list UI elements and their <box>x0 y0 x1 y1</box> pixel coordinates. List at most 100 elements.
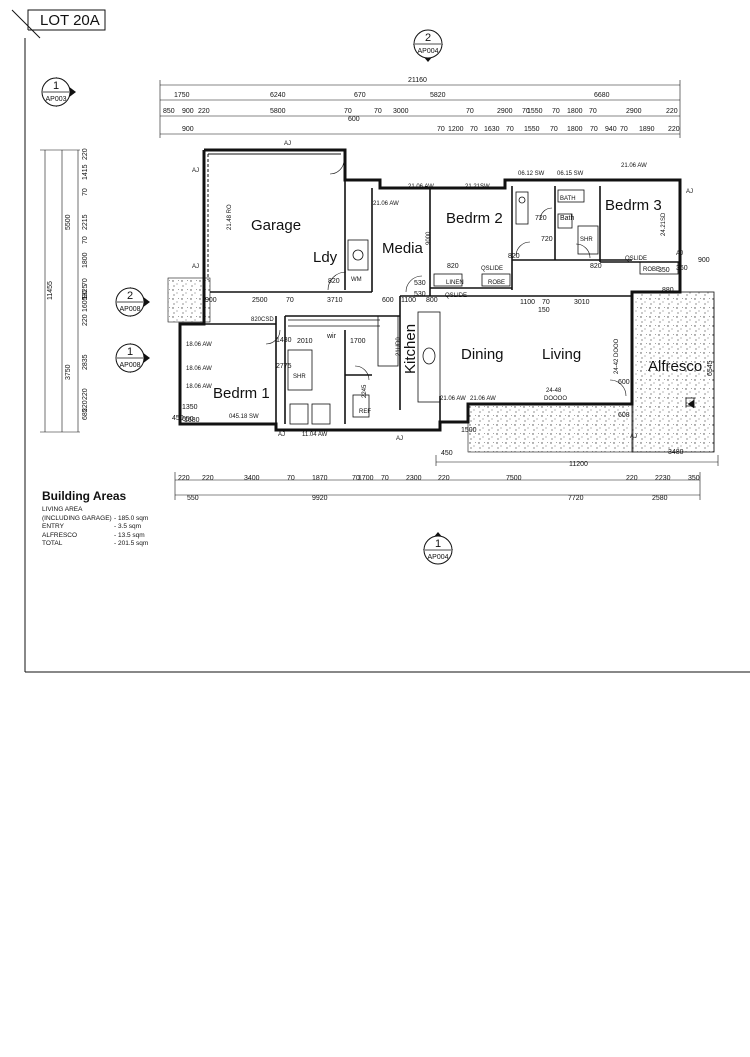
window-bedroom-1-a: 18.06 AW <box>186 342 212 348</box>
dimension-top-row-2: 70 <box>552 108 560 115</box>
dimension-left-col-2: 2835 <box>82 354 89 370</box>
dimension-top-row-2: 70 <box>589 108 597 115</box>
area-label: LIVING AREA <box>42 506 83 513</box>
aj-annotations: AJ AJ AJ AJ AJ AJ AJ AJ <box>192 141 693 442</box>
label-qslide-2: QSLIDE <box>481 266 503 272</box>
room-living: Living <box>542 346 581 363</box>
area-value: - 201.5 sqm <box>114 540 149 548</box>
room-bedroom-1: Bedrm 1 <box>213 385 270 402</box>
section-marker-number: 1 <box>53 80 59 92</box>
window-bedroom-1-bottom-2: 11.04 AW <box>302 432 328 438</box>
window-media-top: 21.06 AW <box>408 184 434 190</box>
door-living-label: 24-42 DOOO <box>614 338 620 374</box>
external-walls <box>178 148 682 432</box>
area-row: LIVING AREA <box>42 506 192 515</box>
dimension-top-row-3: 1890 <box>639 126 655 133</box>
dimension-top-row-2: 70 <box>466 108 474 115</box>
label-wm: WM <box>351 277 362 283</box>
room-bedroom-2: Bedrm 2 <box>446 210 503 227</box>
room-labels: Garage Ldy Media Bedrm 2 Bedrm 3 Bath Be… <box>213 197 702 402</box>
label-csd: 820CSD <box>251 317 274 323</box>
dimension-bottom-row-1: 220 <box>178 475 190 482</box>
dimension-top-row-3: 1200 <box>448 126 464 133</box>
aj-annotation: AJ <box>686 189 693 195</box>
label-robe-2: ROBE <box>488 280 505 286</box>
dimension-inner: 600 <box>618 379 630 386</box>
dimension-inner: 1500 <box>461 427 477 434</box>
dimension-top-row-1: 6240 <box>270 92 286 99</box>
dimension-top-row-3: 1550 <box>524 126 540 133</box>
section-marker-sheet: AP004 <box>427 554 448 561</box>
dimension-inner: 2775 <box>276 363 292 370</box>
dimension-inner: 600 <box>382 297 394 304</box>
dimension-top-row-1: 1750 <box>174 92 190 99</box>
section-marker-sheet: AP003 <box>45 96 66 103</box>
dimension-left-col-2: 220 <box>82 388 89 400</box>
dimension-right-side: 6545 <box>707 360 714 376</box>
section-marker-sheet: AP008 <box>119 306 140 313</box>
dimension-top-row-3: 70 <box>470 126 478 133</box>
dimension-top-row-3: 940 <box>605 126 617 133</box>
dimension-top-row-2: 2900 <box>626 108 642 115</box>
section-marker-sheet: AP008 <box>119 362 140 369</box>
label-bath-tub: BATH <box>560 196 576 202</box>
dimension-inner: 608 <box>618 412 630 419</box>
section-marker-number: 2 <box>425 32 431 44</box>
dimension-inner: 70 <box>542 299 550 306</box>
dimension-inner: 820 <box>447 263 459 270</box>
dimension-left-col-2: 220 <box>82 400 89 412</box>
window-media-top-2: 21.06 AW <box>373 201 399 207</box>
dimension-inner: 450 <box>172 415 184 422</box>
window-bath-2: 06.15 SW <box>557 171 584 177</box>
window-bedroom-2: 21.21SW <box>465 184 490 190</box>
dimension-inner: 2010 <box>297 338 313 345</box>
dimension-bottom-left-small: 1680 <box>184 417 200 424</box>
dimension-left-col-2: 70 <box>82 278 89 286</box>
door-dining-label-2: DOOOO <box>544 396 567 402</box>
dimension-top-row-3: 70 <box>550 126 558 133</box>
dimension-inner: 820 <box>328 278 340 285</box>
aj-annotation: AJ <box>192 168 199 174</box>
room-kitchen: Kitchen <box>402 324 419 374</box>
aj-annotation: AJ <box>278 432 285 438</box>
area-row: (INCLUDING GARAGE)- 185.0 sqm <box>42 515 192 524</box>
room-bath: Bath <box>560 215 575 222</box>
dimension-top-row-3: 900 <box>182 126 194 133</box>
window-bedroom-1-bottom: 045.18 SW <box>229 414 259 420</box>
dimension-inner: 880 <box>662 287 674 294</box>
dimension-left-col-2: 70 <box>82 188 89 196</box>
dimension-lines <box>40 80 719 500</box>
dimension-bottom-right: 3480 <box>668 449 684 456</box>
dimension-inner: 450 <box>441 450 453 457</box>
section-marker-number: 1 <box>435 538 441 550</box>
dimension-top-row-3: 70 <box>620 126 628 133</box>
dimension-top-row-2: 5800 <box>270 108 286 115</box>
label-qslide-3: QSLIDE <box>625 256 647 262</box>
dimension-inner: 650 <box>182 416 194 423</box>
area-label: ALFRESCO <box>42 531 78 539</box>
window-kitchen-a: 21.06 AW <box>440 396 466 402</box>
room-wir: wir <box>326 333 337 340</box>
section-marker-sheet: AP004 <box>417 48 438 55</box>
dimension-top-row-2: 220 <box>198 108 210 115</box>
dimension-bottom-row-2: 2580 <box>652 495 668 502</box>
lot-label: LOT 20A <box>40 12 100 29</box>
dimension-left-col-2: 1800 <box>82 252 89 268</box>
window-kitchen-b: 21.06 AW <box>470 396 496 402</box>
dimension-inner: 530 <box>414 280 426 287</box>
dimension-left-col-2: 2215 <box>82 214 89 230</box>
aj-annotation: AJ <box>396 436 403 442</box>
label-linen: LINEN <box>446 280 464 286</box>
dimension-top-row-3: 1630 <box>484 126 500 133</box>
dimension-inner: 820 <box>508 253 520 260</box>
dimension-top-row-2: 70 <box>344 108 352 115</box>
window-bedroom-1-b: 18.06 AW <box>186 366 212 372</box>
dimension-bottom-row-1: 220 <box>438 475 450 482</box>
section-marker-number: 2 <box>127 290 133 302</box>
dimension-inner: 900 <box>205 297 217 304</box>
dimension-left-col-2: 70 <box>82 236 89 244</box>
